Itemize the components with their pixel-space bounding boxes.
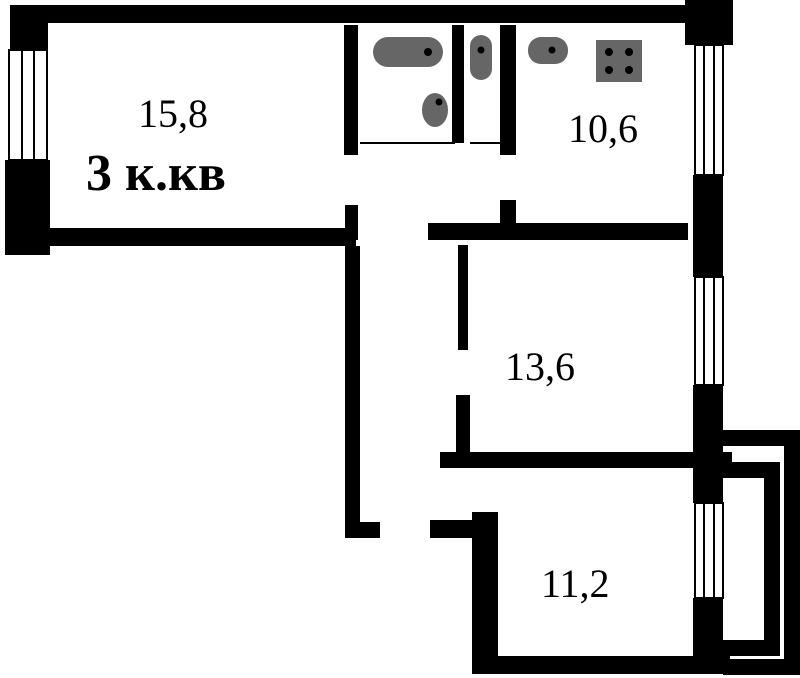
wall-room3-left — [472, 512, 498, 674]
wall-bath-middle — [452, 25, 464, 143]
kitchen-sink-icon — [528, 37, 568, 64]
room-area-label-kitchen: 10,6 — [568, 106, 638, 151]
window-kitchen — [694, 44, 724, 176]
wall-corner-top-right — [685, 0, 733, 45]
wall-room-bottom — [40, 228, 356, 246]
wall-corridor-left — [345, 246, 360, 538]
wall-top — [10, 5, 700, 23]
wall-kitchen-bottom — [428, 223, 688, 240]
room-area-label-room-1: 15,8 — [138, 91, 208, 136]
wall-corner-top-left — [10, 5, 48, 50]
wall-room2-bottom — [440, 452, 732, 468]
window-room-3 — [694, 502, 724, 599]
room-area-label-room-3: 11,2 — [541, 561, 610, 606]
sink-icon — [422, 93, 448, 127]
window-room-2 — [694, 276, 724, 386]
wall-corridor-foot — [345, 522, 380, 538]
wall-right-pier-1 — [693, 175, 723, 277]
wall-bath-right — [500, 25, 516, 155]
wall-room3-bottom — [472, 656, 730, 674]
walls — [5, 0, 733, 674]
wall-corridor-stub — [345, 205, 358, 240]
bathtub-icon — [373, 37, 443, 67]
room-area-label-room-2: 13,6 — [505, 344, 575, 389]
wall-bath-left — [344, 25, 358, 155]
wall-kitchen-door-stub — [500, 200, 516, 230]
wall-room2-left-upper — [458, 245, 468, 350]
toilet-icon — [470, 35, 492, 80]
fixtures — [373, 35, 642, 127]
stove-icon — [596, 40, 642, 82]
wall-room2-left-lower — [456, 395, 470, 455]
wall-right-pier-2 — [693, 385, 723, 503]
windows — [8, 44, 724, 599]
wall-room3-top-stub — [430, 520, 485, 538]
window-left — [8, 49, 48, 161]
balcony-outline — [723, 430, 800, 675]
apartment-type-title: 3 к.кв — [86, 145, 227, 202]
